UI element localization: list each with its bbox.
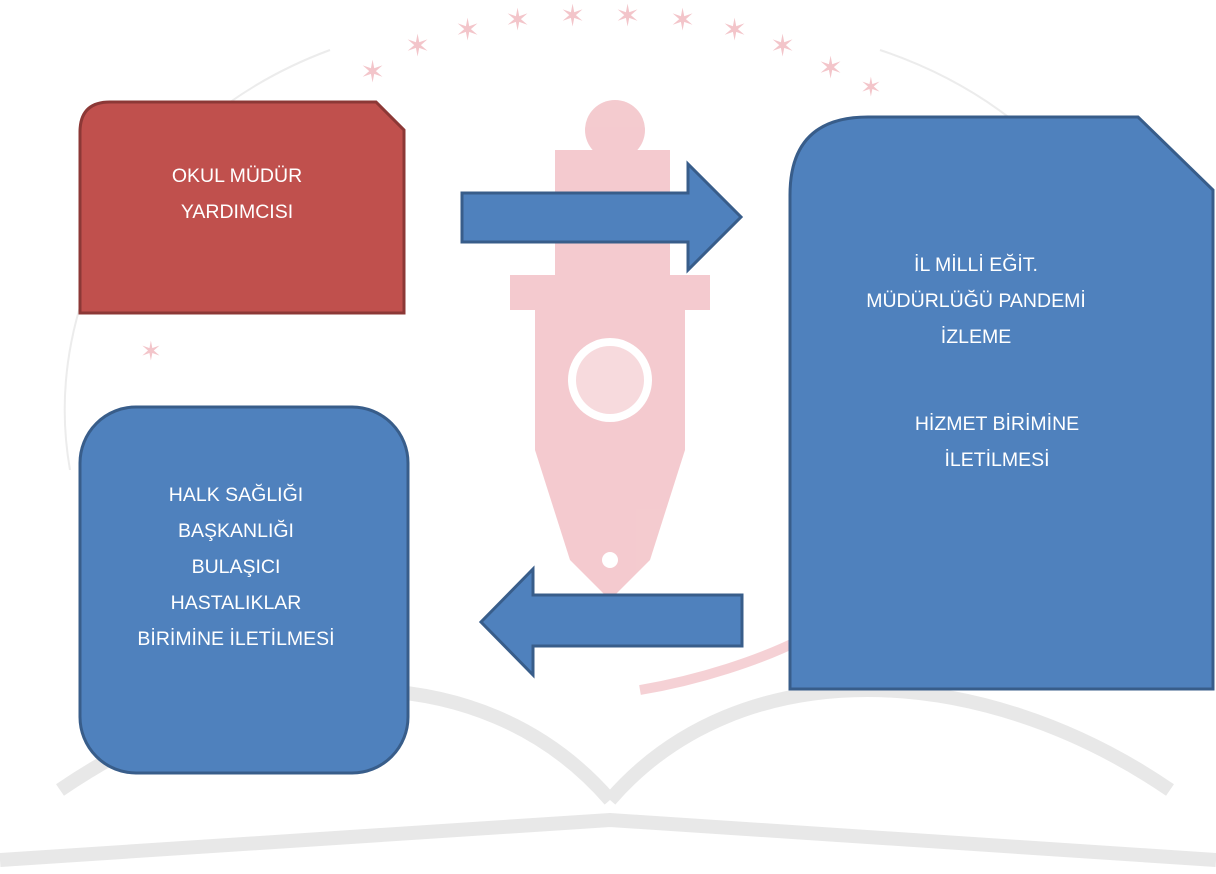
svg-text:✶: ✶ [818, 51, 843, 86]
node-label-line: MÜDÜRLÜĞÜ PANDEMİ [866, 290, 1086, 312]
node-label-line: HASTALIKLAR [170, 592, 302, 614]
svg-text:✶: ✶ [140, 337, 162, 367]
node-label-line: YARDIMCISI [180, 201, 294, 223]
node-label-secondary: HİZMET BİRİMİNE İLETİLMESİ [788, 406, 1206, 478]
node-shape [788, 115, 1215, 691]
node-label: HALK SAĞLIĞI BAŞKANLIĞI BULAŞICI HASTALI… [78, 477, 394, 657]
fountain-pen-icon [639, 635, 803, 695]
node-label-line: BİRİMİNE İLETİLMESİ [137, 628, 335, 650]
node-label-line: HALK SAĞLIĞI [168, 484, 304, 506]
node-okul-mudur-yardimcisi: OKUL MÜDÜR YARDIMCISI [78, 100, 406, 315]
star-icon: ✶ ✶ ✶ ✶ ✶ ✶ ✶ ✶ ✶ ✶ ✶ ✶ [140, 0, 882, 367]
node-label: OKUL MÜDÜR YARDIMCISI [78, 158, 396, 230]
node-label-line: HİZMET BİRİMİNE [914, 413, 1080, 435]
svg-text:✶: ✶ [360, 55, 385, 90]
svg-text:✶: ✶ [455, 13, 480, 48]
clock-tower-icon [510, 100, 710, 600]
svg-text:✶: ✶ [860, 73, 882, 103]
svg-text:✶: ✶ [405, 29, 430, 64]
svg-text:✶: ✶ [560, 0, 585, 34]
node-label-line: İL MİLLİ EĞİT. [914, 254, 1038, 276]
node-label-line: İLETİLMESİ [944, 449, 1050, 471]
node-label-line: BAŞKANLIĞI [178, 520, 294, 542]
node-label-line: BULAŞICI [191, 556, 281, 578]
arrow-right-icon [460, 160, 744, 274]
node-il-milli-egitim: İL MİLLİ EĞİT. MÜDÜRLÜĞÜ PANDEMİ İZLEME … [788, 115, 1216, 692]
node-label-line: İZLEME [940, 326, 1012, 348]
node-label: İL MİLLİ EĞİT. MÜDÜRLÜĞÜ PANDEMİ İZLEME [788, 247, 1164, 355]
svg-text:✶: ✶ [770, 29, 795, 64]
node-shape [78, 100, 406, 315]
node-label-line: OKUL MÜDÜR [171, 165, 303, 187]
node-halk-sagligi: HALK SAĞLIĞI BAŞKANLIĞI BULAŞICI HASTALI… [78, 405, 410, 775]
svg-text:✶: ✶ [670, 3, 695, 38]
svg-text:✶: ✶ [722, 13, 747, 48]
arrow-left-icon [478, 565, 744, 679]
node-shape [78, 405, 410, 775]
svg-text:✶: ✶ [505, 3, 530, 38]
svg-text:✶: ✶ [615, 0, 640, 34]
